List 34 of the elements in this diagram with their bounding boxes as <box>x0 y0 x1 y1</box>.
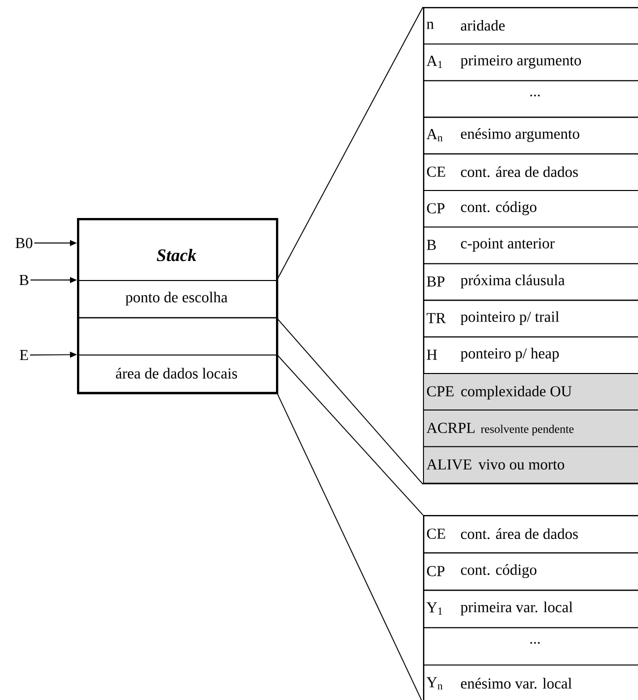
pointer-label: E <box>20 350 28 360</box>
table-row: ALIVE vivo ou morto <box>423 446 638 484</box>
zoom-line <box>276 354 424 516</box>
table-frame <box>423 515 638 700</box>
table-row: Y$_{n}$ enésimo var. local <box>423 664 638 700</box>
stack-section: ponto de escolha <box>77 280 277 318</box>
table-frame <box>423 7 638 484</box>
table-row: CP cont. código <box>423 190 638 228</box>
table-row: BP próxima cláusula <box>423 263 638 301</box>
pointer-label: B <box>19 275 28 285</box>
table-row: TR pointeiro p/ trail <box>423 300 638 338</box>
zoom-line <box>276 6 424 280</box>
node-label: ACRPL <box>426 422 475 434</box>
table-row: A$_{1}$ primeiro argumento <box>423 44 638 82</box>
table-row: ACRPL resolvente pendente <box>423 410 638 448</box>
table-row: CE cont. área de dados <box>423 153 638 191</box>
zoom-line <box>276 392 424 700</box>
pointer-label: B0 <box>16 238 32 248</box>
empty-section <box>77 317 277 356</box>
table-row: CP cont. código <box>423 552 638 591</box>
table-row: Y$_{1}$ primeira var. local <box>423 590 638 628</box>
stack-section: área de dados locais <box>77 354 277 393</box>
table-row: A$_{n}$ enésimo argumento <box>423 116 638 154</box>
table-row: ... <box>423 627 638 666</box>
zoom-line <box>276 318 424 485</box>
table-row: CE cont. área de dados <box>423 515 638 554</box>
table-row: B c-point anterior <box>423 226 638 264</box>
node-label: resolvente pendente <box>480 424 574 436</box>
table-row: H ponteiro p/ heap <box>423 336 638 374</box>
table-row: CPE complexidade OU <box>423 373 638 411</box>
node-label: CPE <box>427 386 454 396</box>
table-row: n aridade <box>423 7 638 45</box>
node-label: complexidade OU <box>461 386 572 400</box>
table-row: ... <box>423 80 638 118</box>
